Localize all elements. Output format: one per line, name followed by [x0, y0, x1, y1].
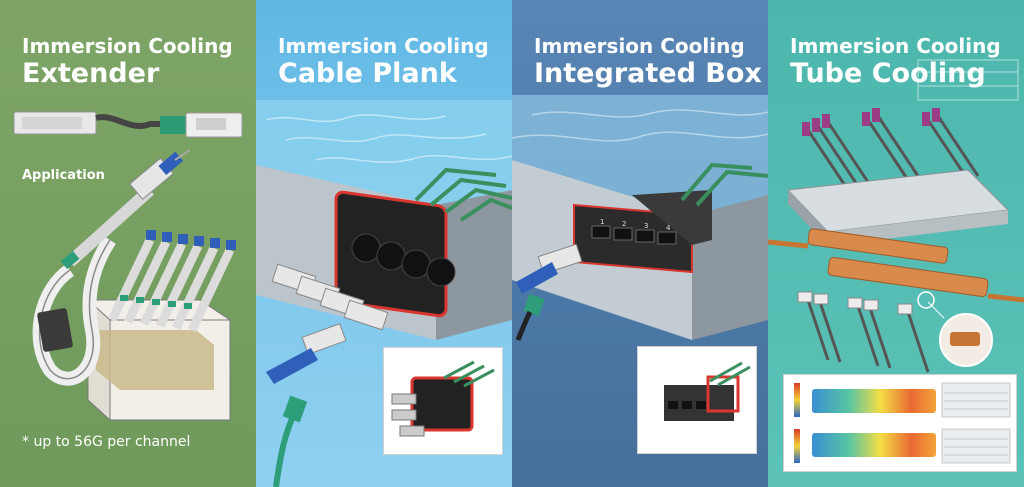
thermal-simulation-inset [783, 374, 1017, 472]
integrated-box-title-line1: Immersion Cooling [534, 34, 745, 58]
tube-cooling-title-line1: Immersion Cooling [790, 34, 1001, 58]
cable-plank [334, 190, 456, 318]
box-port-1-number: 1 [600, 218, 604, 226]
thermal-simulation-chart [794, 382, 1011, 464]
panel-integrated-box: 1 2 3 4 Immersion Cooling Integrated Box [512, 0, 768, 487]
panel-tube-cooling: Immersion Cooling Tube Cooling [768, 0, 1024, 487]
extender-application-scene [32, 149, 236, 422]
box-port-4-number: 4 [666, 224, 671, 232]
cable-plank-inset [383, 347, 503, 455]
cable-plank-title-line1: Immersion Cooling [278, 34, 489, 58]
integrated-box-inset-illustration [664, 361, 751, 421]
integrated-box-illustration: 1 2 3 4 [512, 95, 768, 341]
qsfp-modules [271, 263, 389, 331]
extender-cable-product [13, 111, 243, 138]
box-port-2-number: 2 [622, 220, 626, 228]
extender-title-line2: Extender [22, 58, 160, 89]
extender-title: Immersion Cooling Extender [22, 36, 233, 87]
integrated-box: 1 2 3 4 [573, 190, 712, 274]
extender-illustration [13, 111, 243, 422]
box-port-3-number: 3 [644, 222, 648, 230]
cable-plank-title-line2: Cable Plank [278, 58, 457, 89]
integrated-box-inset [637, 346, 757, 454]
application-label: Application [22, 168, 105, 183]
panel-extender: Immersion Cooling Extender Application *… [0, 0, 256, 487]
cable-plank-inset-illustration [391, 360, 495, 437]
extender-title-line1: Immersion Cooling [22, 34, 233, 58]
cable-plank-illustration [256, 100, 512, 487]
integrated-box-title: Immersion Cooling Integrated Box [534, 36, 762, 87]
tube-cooling-illustration [768, 59, 1024, 373]
integrated-box-title-line2: Integrated Box [534, 58, 762, 89]
tube-cooling-title: Immersion Cooling Tube Cooling [790, 36, 1001, 87]
tube-cooling-title-line2: Tube Cooling [790, 58, 986, 89]
copper-cooling-plates [768, 228, 1024, 303]
cable-plank-title: Immersion Cooling Cable Plank [278, 36, 489, 87]
footnote: * up to 56G per channel [22, 434, 191, 450]
panel-cable-plank: Immersion Cooling Cable Plank [256, 0, 512, 487]
